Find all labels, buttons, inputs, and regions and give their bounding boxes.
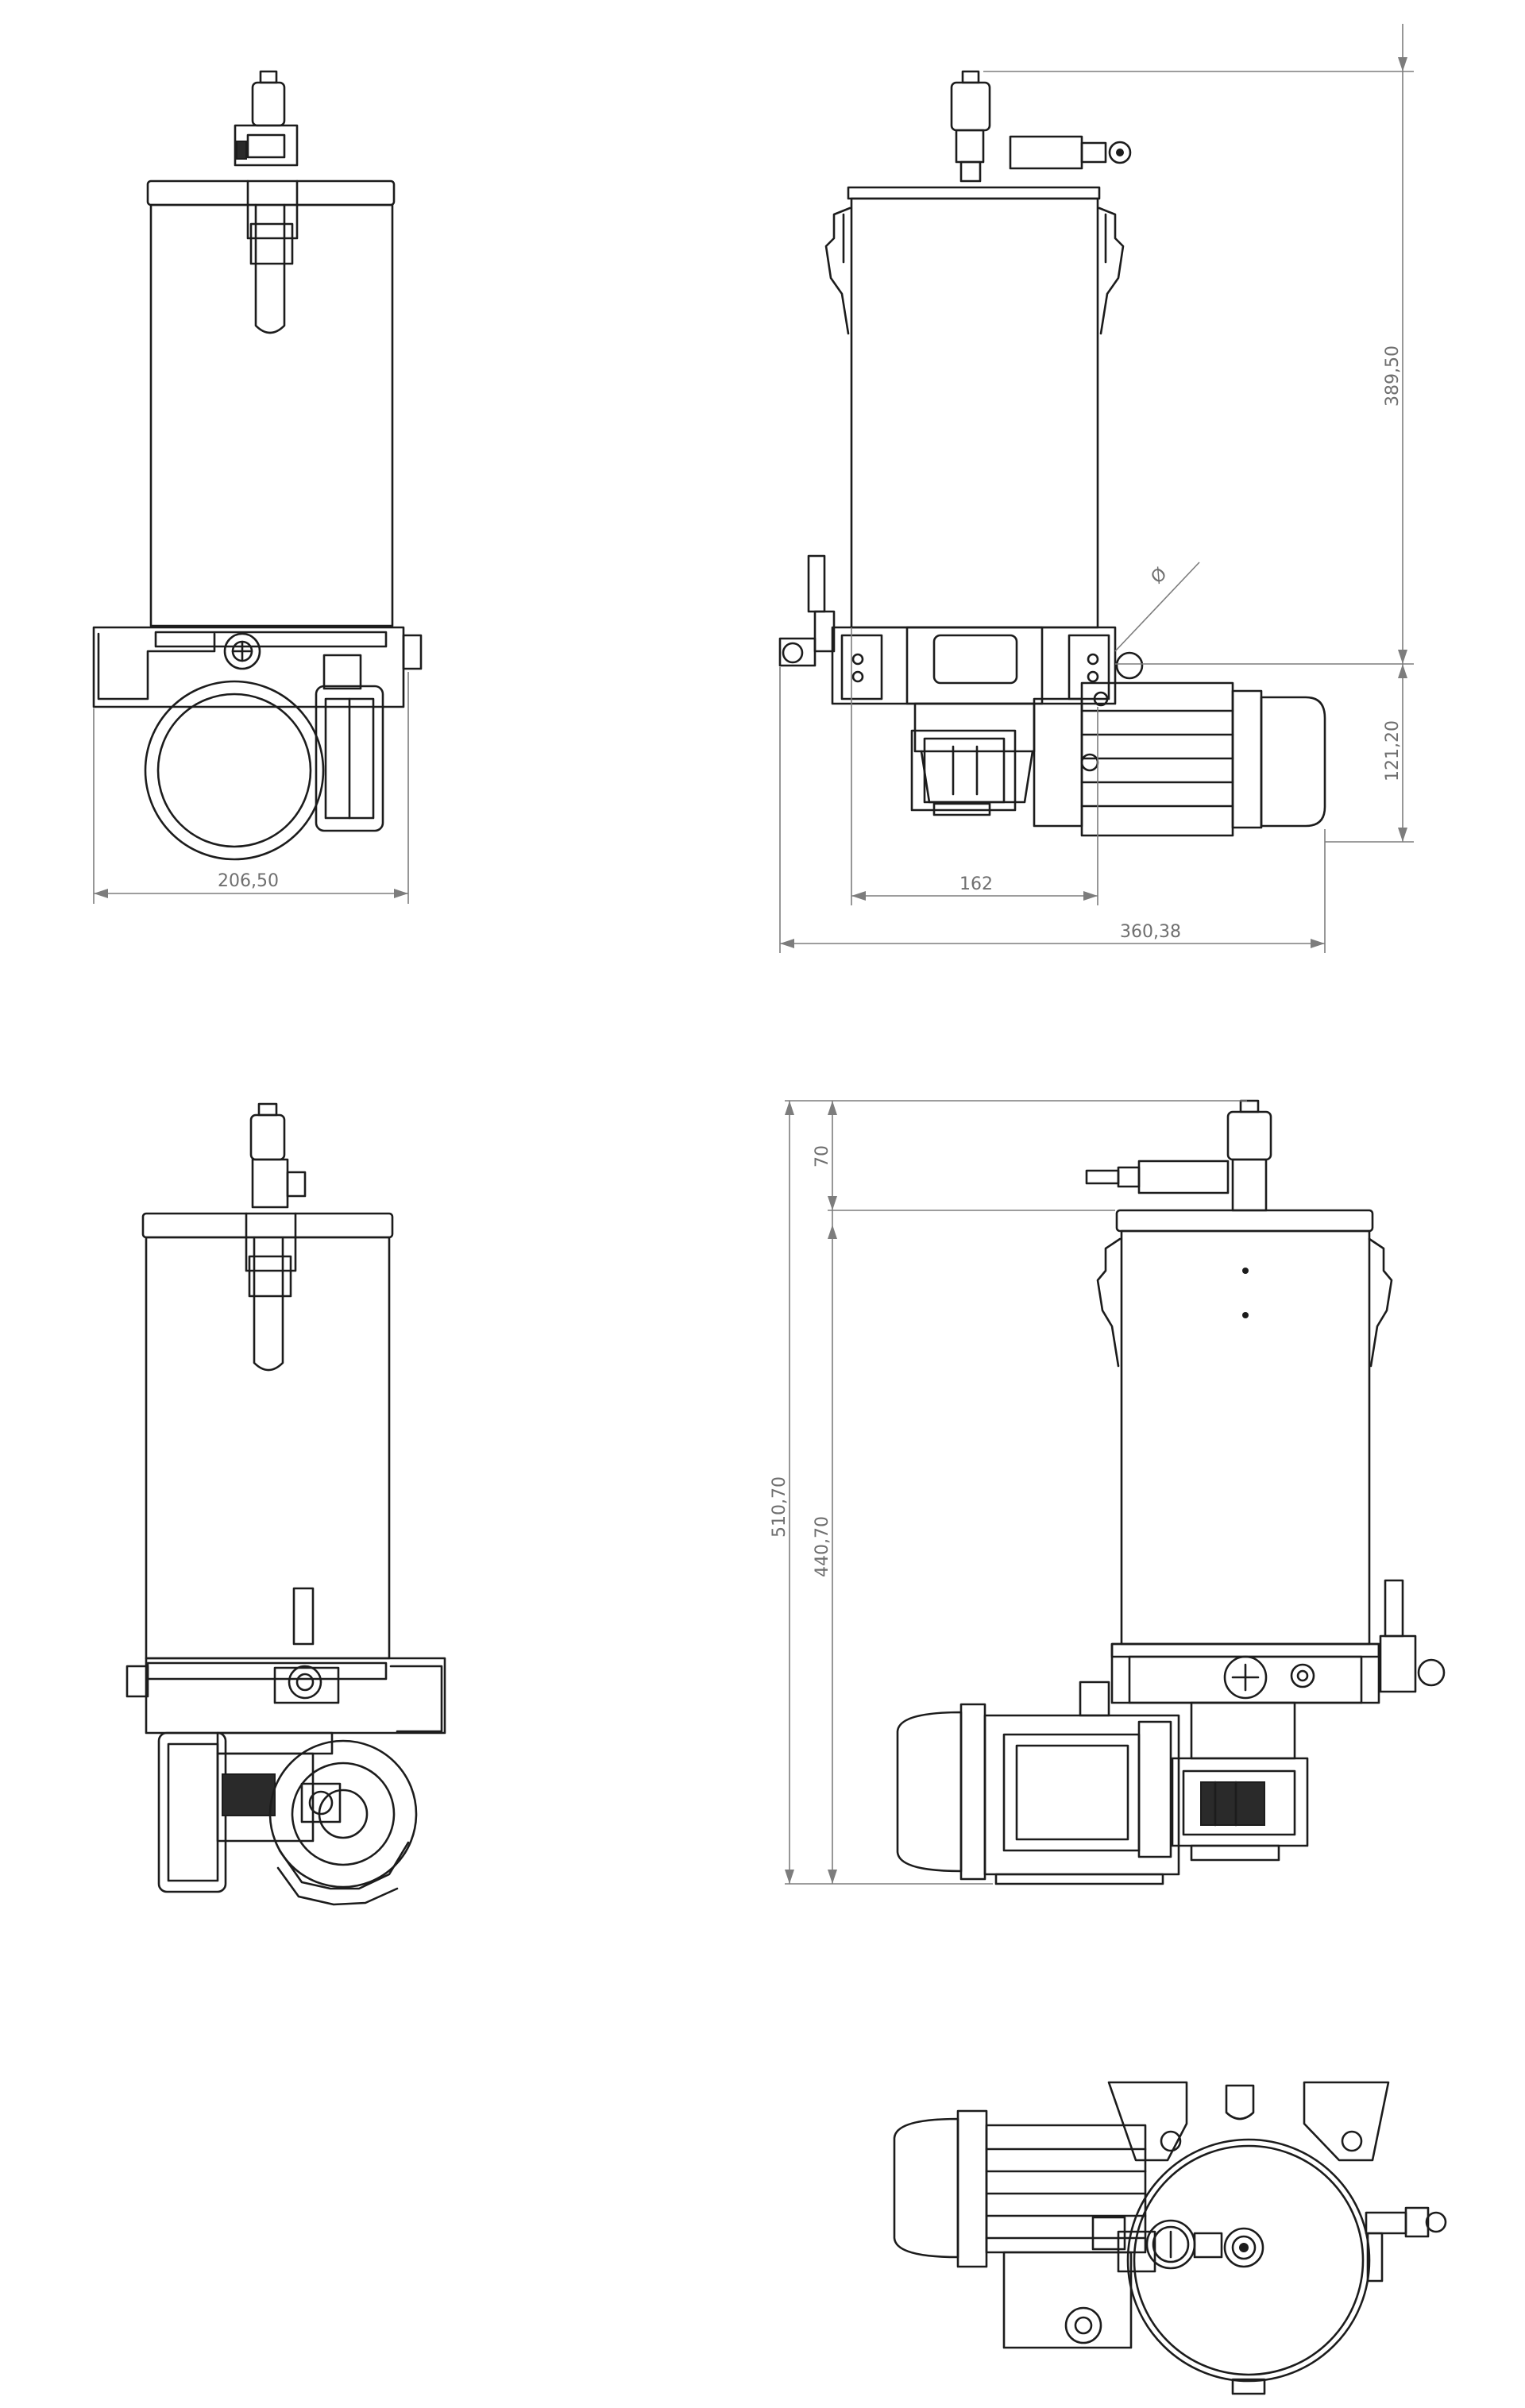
gearbox-4 — [1171, 1701, 1309, 1862]
motor-4 — [896, 1681, 1180, 1885]
top-valve-3 — [249, 1102, 307, 1209]
dim-rear-body-height-label: 440,70 — [813, 1516, 832, 1577]
pump-base-3 — [125, 1657, 446, 1735]
motor-end — [315, 685, 384, 832]
dim-front-width: 206,50 — [93, 672, 409, 904]
gear-housing — [144, 680, 325, 861]
dim-rear-total-height: 510,70 — [770, 1101, 993, 1885]
top-valve-4 — [1085, 1099, 1272, 1212]
reservoir-body-3 — [145, 1236, 391, 1660]
reservoir-body — [149, 203, 394, 627]
pump-base — [92, 626, 423, 708]
dim-side-motor-height-label: 121,20 — [1383, 720, 1403, 781]
dim-rear-offset-label: 70 — [813, 1145, 832, 1167]
reservoir-body-side — [850, 197, 1099, 629]
diameter-callout: Ø — [1114, 561, 1200, 652]
reservoir-lid — [146, 179, 396, 206]
dim-side-base-width-label: 162 — [959, 874, 993, 894]
dim-side-total-height: 389,50 — [983, 24, 1414, 665]
pump-base-4 — [1110, 1642, 1380, 1704]
reservoir-lid-4 — [1115, 1209, 1374, 1233]
dim-rear-body-height: 440,70 — [813, 1210, 837, 1884]
dim-front-width-label: 206,50 — [218, 871, 279, 891]
front-view: 206,50 — [92, 70, 423, 904]
right-fitting-4 — [1379, 1579, 1446, 1693]
left-fitting-side — [778, 554, 836, 667]
diameter-label: Ø — [1148, 564, 1172, 588]
lid-latch-3 — [245, 1212, 297, 1372]
clips-side — [824, 206, 1125, 335]
lower-assembly-3 — [157, 1731, 418, 1906]
reservoir-lid-side — [847, 186, 1101, 200]
coupling-side — [913, 702, 1036, 804]
dim-side-total-height-label: 389,50 — [1383, 345, 1403, 407]
pump-base-side — [831, 626, 1144, 705]
bottom-fitting-3 — [288, 1587, 322, 1700]
clips-4 — [1096, 1237, 1393, 1368]
top-reservoir — [1126, 2138, 1371, 2383]
reservoir-lid-3 — [141, 1212, 394, 1239]
dim-rear-offset: 70 — [785, 1100, 1247, 1211]
lid-latch — [246, 179, 299, 334]
top-brackets — [1107, 2081, 1390, 2162]
top-motor — [893, 2109, 1147, 2349]
front-view-2 — [125, 1102, 446, 1906]
top-view — [893, 2081, 1447, 2395]
motor-side — [1033, 681, 1326, 837]
dim-side-overall-width-label: 360,38 — [1120, 922, 1181, 942]
dim-side-motor-height: 121,20 — [1325, 664, 1414, 843]
dim-rear-total-height-label: 510,70 — [770, 1476, 790, 1538]
top-right-fitting — [1365, 2206, 1447, 2283]
top-valve-side — [950, 70, 1132, 183]
gearbox-side — [910, 729, 1017, 816]
rear-view: 70 510,70 440,70 — [770, 1099, 1446, 1885]
top-bottom-nub — [1231, 2378, 1266, 2395]
dim-side-base-width: 162 — [851, 627, 1098, 905]
dim-side-overall-width: 360,38 — [779, 667, 1326, 953]
top-valve — [234, 70, 299, 167]
side-view: Ø 389,50 121,20 162 — [778, 24, 1414, 953]
reservoir-body-4 — [1120, 1229, 1371, 1646]
top-center-parts — [1091, 2216, 1264, 2273]
